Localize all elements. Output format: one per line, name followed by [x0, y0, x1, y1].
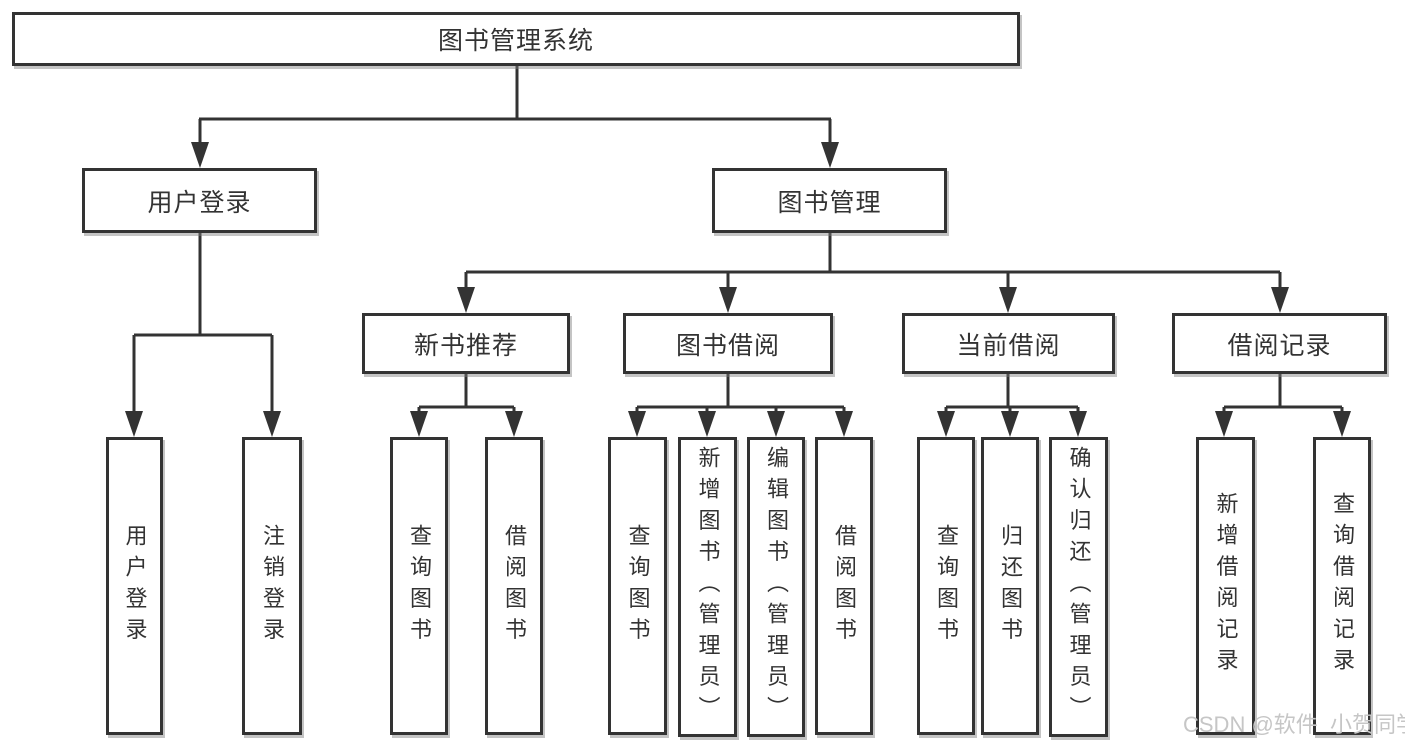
leaf-query-books-borrowing-label: 查询图书: [625, 523, 651, 649]
leaf-query-books-current: 查询图书: [917, 437, 975, 735]
leaf-query-books-recommend: 查询图书: [390, 437, 448, 735]
leaf-confirm-return-admin-label: 确认归还（管理员）: [1066, 446, 1092, 728]
leaf-borrow-books-borrowing-label: 借阅图书: [832, 523, 857, 649]
leaf-add-borrow-record: 新增借阅记录: [1196, 437, 1255, 735]
node-new-book-recommend: 新书推荐: [362, 313, 570, 374]
node-current-borrowing: 当前借阅: [902, 313, 1115, 374]
node-user-login-label: 用户登录: [147, 188, 252, 217]
leaf-edit-books-admin: 编辑图书（管理员）: [747, 437, 805, 737]
node-borrowing-records: 借阅记录: [1172, 313, 1387, 374]
leaf-return-books-label: 归还图书: [998, 523, 1023, 649]
leaf-user-login-label: 用户登录: [122, 523, 148, 649]
node-user-login: 用户登录: [82, 168, 317, 233]
node-book-borrowing: 图书借阅: [623, 313, 833, 374]
leaf-query-books-current-label: 查询图书: [934, 523, 959, 649]
leaf-query-books-borrowing: 查询图书: [608, 437, 667, 735]
leaf-borrow-books-recommend-label: 借阅图书: [502, 523, 527, 649]
leaf-logout: 注销登录: [242, 437, 302, 735]
leaf-confirm-return-admin: 确认归还（管理员）: [1049, 437, 1108, 737]
leaf-return-books: 归还图书: [981, 437, 1039, 735]
csdn-watermark: CSDN @软件_小贺同学: [1183, 712, 1405, 737]
leaf-user-login: 用户登录: [106, 437, 163, 735]
node-book-borrowing-label: 图书借阅: [675, 331, 780, 360]
leaf-logout-label: 注销登录: [260, 523, 285, 649]
node-current-borrowing-label: 当前借阅: [956, 331, 1061, 360]
leaf-borrow-books-borrowing: 借阅图书: [815, 437, 873, 735]
node-library-system-label: 图书管理系统: [437, 27, 594, 55]
leaf-add-books-admin: 新增图书（管理员）: [678, 437, 737, 737]
leaf-borrow-books-recommend: 借阅图书: [485, 437, 543, 735]
leaf-query-borrow-record: 查询借阅记录: [1313, 437, 1371, 735]
node-borrowing-records-label: 借阅记录: [1227, 331, 1332, 360]
node-book-management: 图书管理: [712, 168, 947, 233]
leaf-query-books-recommend-label: 查询图书: [407, 523, 432, 649]
leaf-add-borrow-record-label: 新增借阅记录: [1213, 492, 1239, 680]
leaf-add-books-admin-label: 新增图书（管理员）: [695, 446, 721, 728]
node-new-book-recommend-label: 新书推荐: [413, 331, 518, 360]
leaf-query-borrow-record-label: 查询借阅记录: [1330, 492, 1355, 680]
leaf-edit-books-admin-label: 编辑图书（管理员）: [764, 446, 789, 728]
node-library-system: 图书管理系统: [12, 12, 1020, 66]
node-book-management-label: 图书管理: [777, 188, 882, 217]
